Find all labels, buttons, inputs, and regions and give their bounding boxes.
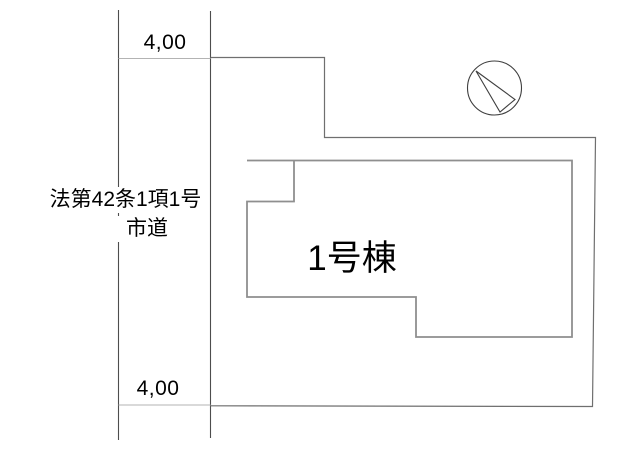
road-width-label-top: 4,00 [129, 30, 201, 56]
north-arrow-pointer [475, 70, 516, 113]
site-boundary-outline [210, 56, 597, 408]
road-designation-label: 法第42条1項1号 [44, 187, 207, 213]
building-name-label: 1号棟 [292, 238, 412, 279]
north-arrow-circle [466, 60, 523, 116]
road-width-label-bottom: 4,00 [122, 376, 194, 402]
road-type-label: 市道 [115, 216, 179, 242]
building-outline [246, 159, 573, 338]
north-arrow-icon [466, 60, 523, 116]
